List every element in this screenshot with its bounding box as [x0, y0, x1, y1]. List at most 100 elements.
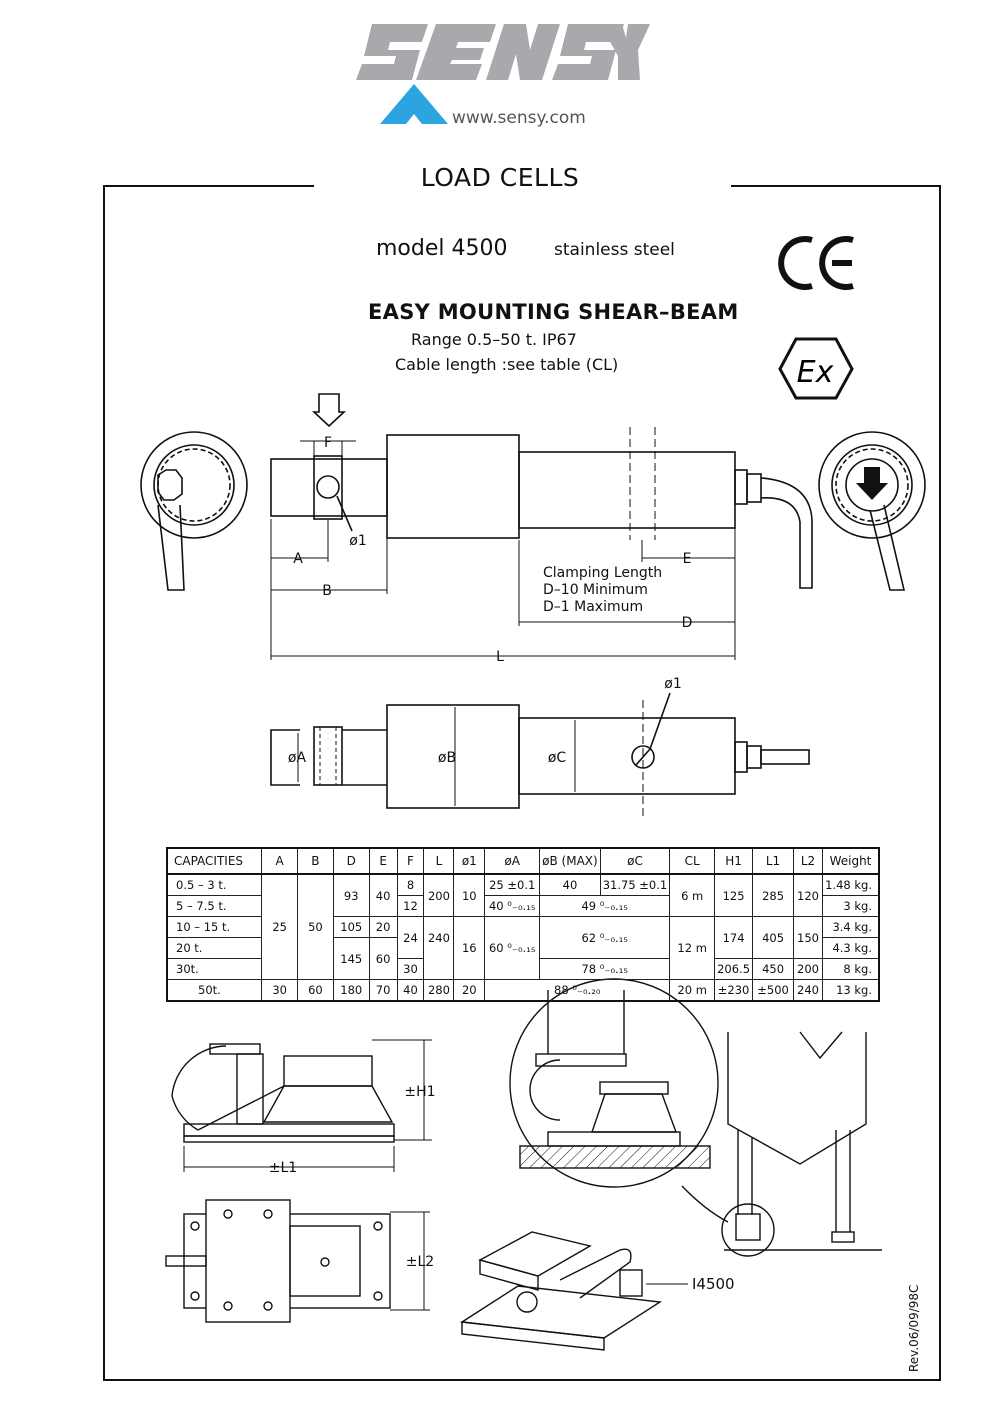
- cell-l1: ±500: [752, 979, 795, 1002]
- part-code-label: I4500: [692, 1275, 735, 1293]
- clamping-max-label: D–1 Maximum: [543, 599, 643, 615]
- cell-l2: 120: [793, 873, 823, 917]
- cell-weight: 3 kg.: [821, 895, 880, 917]
- cell-phic: 78 ⁰₋₀.₁₅: [539, 958, 671, 980]
- cell-d: 105: [332, 916, 370, 938]
- ex-mark-text: Ex: [797, 355, 834, 390]
- dim-label-phi1: ø1: [349, 533, 366, 549]
- cell-weight: 13 kg.: [821, 979, 880, 1002]
- col-header: F: [396, 847, 425, 875]
- page-frame: [103, 185, 941, 1381]
- cell-phia: 40 ⁰₋₀.₁₅: [484, 895, 541, 917]
- col-header: L2: [793, 847, 823, 875]
- cell-l2: 150: [793, 916, 823, 959]
- cell-phic: 31.75 ±0.1: [599, 873, 671, 896]
- cell-e: 20: [368, 916, 398, 938]
- cell-h1: ±230: [714, 979, 754, 1002]
- cell-capacity: 30t.: [166, 958, 263, 980]
- cell-cl: 12 m: [669, 916, 716, 980]
- page-title: LOAD CELLS: [420, 163, 580, 192]
- cell-l: 280: [423, 979, 455, 1002]
- clamping-min-label: D–10 Minimum: [543, 582, 648, 598]
- cell-phib: 40: [539, 873, 601, 896]
- col-header: ø1: [453, 847, 486, 875]
- cell-a: 30: [261, 979, 299, 1002]
- cell-phi1: 16: [453, 916, 486, 980]
- cell-capacity: 0.5 – 3 t.: [166, 873, 263, 896]
- col-header: øC: [599, 847, 671, 875]
- cell-capacity: 5 – 7.5 t.: [166, 895, 263, 917]
- col-header: L: [423, 847, 455, 875]
- product-subtitle: EASY MOUNTING SHEAR–BEAM: [368, 300, 739, 324]
- cable-spec: Cable length :see table (CL): [395, 355, 619, 374]
- dim-label-f: F: [324, 435, 332, 451]
- dim-label-phi1-b: ø1: [664, 676, 681, 692]
- col-header: øA: [484, 847, 541, 875]
- cell-weight: 1.48 kg.: [821, 873, 880, 896]
- cell-weight: 8 kg.: [821, 958, 880, 980]
- cell-weight: 3.4 kg.: [821, 916, 880, 938]
- cell-l1: 405: [752, 916, 795, 959]
- table-header-row: CAPACITIES A B D E F L ø1 øA øB (MAX) øC…: [166, 847, 880, 875]
- col-header: D: [332, 847, 370, 875]
- cell-h1: 206.5: [714, 958, 754, 980]
- table-row: 50t. 30 60 180 70 40 280 20 88 ⁰₋₀.₂₀ 20…: [166, 979, 880, 1002]
- cell-f: 12: [396, 895, 425, 917]
- ex-mark-icon: Ex: [778, 337, 854, 400]
- col-header: CL: [669, 847, 716, 875]
- cell-f: 30: [396, 958, 425, 980]
- revision-label: Rev.06/09/98C: [907, 1284, 921, 1372]
- cell-phi1: 10: [453, 873, 486, 917]
- col-header: CAPACITIES: [166, 847, 263, 875]
- dim-label-l: L: [496, 649, 504, 665]
- cell-f: 8: [396, 873, 425, 896]
- dim-label-phib: øB: [438, 750, 456, 766]
- cell-h1: 125: [714, 873, 754, 917]
- dim-label-b: B: [322, 583, 332, 599]
- table-row: 20 t. 145 60 4.3 kg.: [166, 937, 880, 980]
- cell-capacity: 20 t.: [166, 937, 263, 959]
- clamping-length-label: Clamping Length: [543, 565, 662, 581]
- cell-phi1: 20: [453, 979, 486, 1002]
- cell-d: 93: [332, 873, 370, 917]
- model-label: model 4500: [376, 236, 508, 261]
- cell-b: 60: [297, 979, 334, 1002]
- col-header: Weight: [821, 847, 880, 875]
- cell-a: 25: [261, 873, 299, 980]
- dim-label-h1: ±H1: [404, 1084, 435, 1100]
- cell-cl: 20 m: [669, 979, 716, 1002]
- dim-label-phic: øC: [548, 750, 567, 766]
- brand-url[interactable]: www.sensy.com: [452, 108, 586, 128]
- sensy-logo: [356, 24, 650, 124]
- cell-l1: 450: [752, 958, 795, 980]
- ce-mark-icon: [778, 236, 854, 290]
- table-row: 30t. 30 78 ⁰₋₀.₁₅ 206.5 450 200 8 kg.: [166, 958, 880, 980]
- cell-l2: 200: [793, 958, 823, 980]
- cell-b: 50: [297, 873, 334, 980]
- col-header: E: [368, 847, 398, 875]
- cell-cl: 6 m: [669, 873, 716, 917]
- table-row: 0.5 – 3 t. 25 50 93 40 8 200 10 25 ±0.1 …: [166, 873, 880, 980]
- col-header: øB (MAX): [539, 847, 601, 875]
- cell-e: 60: [368, 937, 398, 980]
- cell-l2: 240: [793, 979, 823, 1002]
- cell-phia: 25 ±0.1: [484, 873, 541, 896]
- cell-l: 240: [423, 916, 455, 959]
- cell-weight: 4.3 kg.: [821, 937, 880, 959]
- cell-phia: 60 ⁰₋₀.₁₅: [484, 916, 541, 980]
- dim-label-l1: ±L1: [269, 1160, 297, 1176]
- cell-e: 70: [368, 979, 398, 1002]
- col-header: B: [297, 847, 334, 875]
- cell-d: 180: [332, 979, 370, 1002]
- cell-capacity: 50t.: [166, 979, 263, 1002]
- cell-h1: 174: [714, 916, 754, 959]
- cell-l1: 285: [752, 873, 795, 917]
- dim-label-phia: øA: [288, 750, 307, 766]
- cell-f: 24: [396, 916, 425, 959]
- cell-l: 200: [423, 873, 455, 917]
- cell-l-blank: [423, 958, 455, 980]
- dim-label-a: A: [293, 551, 303, 567]
- col-header: A: [261, 847, 299, 875]
- cell-e: 40: [368, 873, 398, 917]
